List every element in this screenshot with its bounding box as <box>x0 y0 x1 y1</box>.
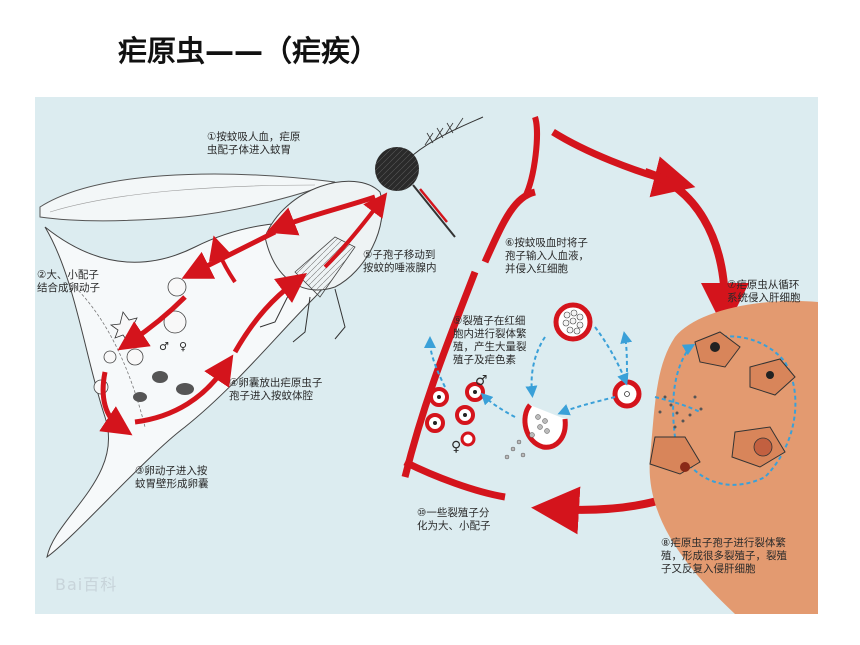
label-step-3: ③卵动子进入按 蚊胃壁形成卵囊 <box>135 465 209 490</box>
label-step-1: ①按蚊吸人血，疟原 虫配子体进入蚊胃 <box>207 131 301 156</box>
mosquito-drawing <box>39 116 484 559</box>
label-step-9: ⑨裂殖子在红细 胞内进行裂体繁 殖，产生大量裂 殖子及疟色素 <box>453 315 527 366</box>
label-step-10: ⑩一些裂殖子分 化为大、小配子 <box>417 507 491 532</box>
label-step-7: ⑦疟原虫从循环 系统侵入肝细胞 <box>727 279 801 304</box>
male-symbol: ♂ <box>475 373 488 389</box>
label-step-2: ②大、小配子 结合成卵动子 <box>37 269 100 294</box>
malaria-life-cycle-figure: ①按蚊吸人血，疟原 虫配子体进入蚊胃 ②大、小配子 结合成卵动子 ③卵动子进入按… <box>35 97 818 614</box>
cycle-arrows <box>401 116 749 535</box>
female-symbol: ♀ <box>451 439 462 455</box>
female-symbol-mosquito: ♀ <box>179 340 188 353</box>
baidu-watermark: Bai百科 <box>55 575 118 594</box>
label-step-6: ⑥按蚊吸血时将子 孢子输入人血液， 并侵入红细胞 <box>505 237 589 275</box>
label-step-4: ④卵囊放出疟原虫子 孢子进入按蚊体腔 <box>229 377 323 402</box>
liver-drawing <box>649 301 818 614</box>
label-step-8: ⑧疟原虫子孢子进行裂体繁 殖，形成很多裂殖子，裂殖 子又反复入侵肝细胞 <box>661 537 787 575</box>
blood-cells <box>424 302 701 460</box>
male-symbol-mosquito: ♂ <box>159 340 169 353</box>
label-step-5: ⑤子孢子移动到 按蚊的唾液腺内 <box>363 249 437 274</box>
life-cycle-illustration <box>39 116 818 614</box>
slide-title: 疟原虫——（疟疾） <box>118 34 380 68</box>
